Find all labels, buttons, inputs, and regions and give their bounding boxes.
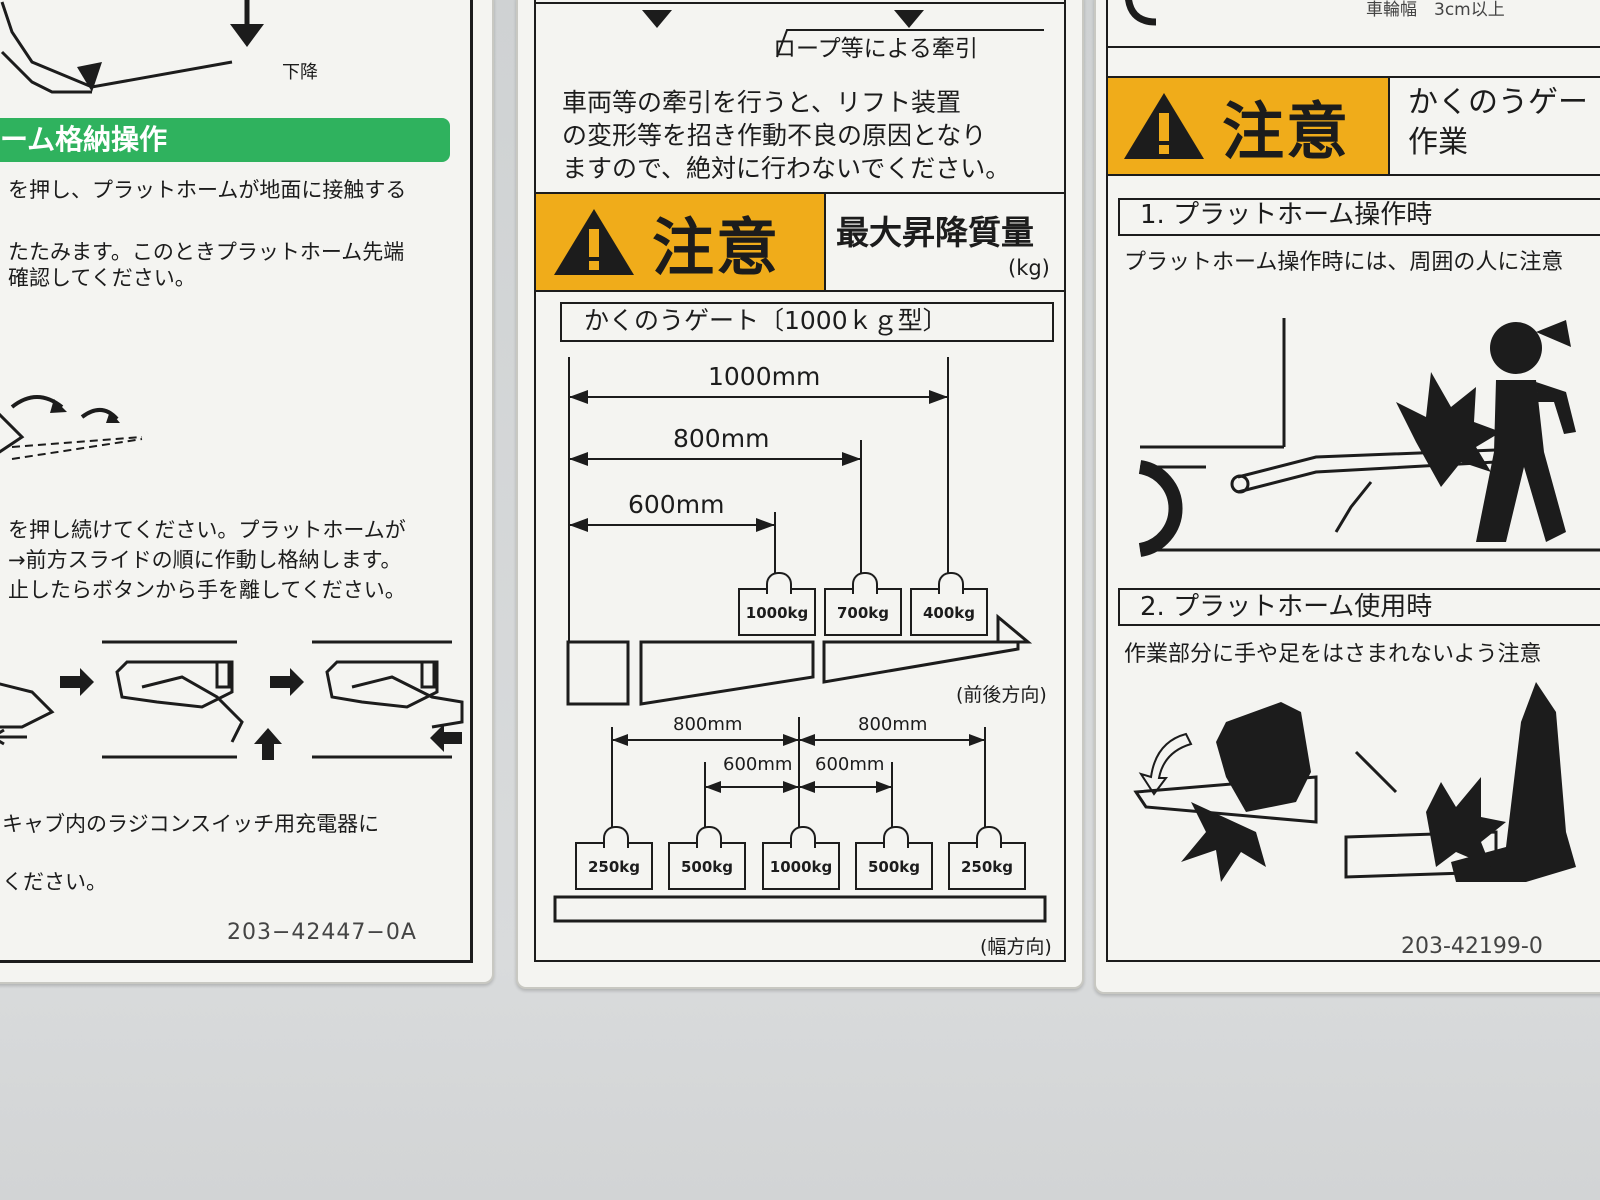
right-caution-sticker: 車輪幅 3cm以上 注意 かくのうゲー 作業 1. プラットホーム操作時 プラッ… <box>1094 0 1600 994</box>
fore-aft-direction: (前後方向) <box>956 684 1047 706</box>
max-load-title: 最大昇降質量 <box>836 213 1034 252</box>
width-outer-distance-left: 800mm <box>673 714 743 735</box>
instruction-line-1: を押し、プラットホームが地面に接触する <box>8 178 407 202</box>
max-load-unit: (kg) <box>1008 256 1050 280</box>
storing-sequence-diagram <box>0 640 464 760</box>
fore-aft-load-diagram <box>566 357 1033 706</box>
section1-title: 1. プラットホーム操作時 <box>1140 200 1433 230</box>
wheel-icon <box>1125 0 1157 26</box>
section1-text: プラットホーム操作時には、周囲の人に注意 <box>1124 250 1564 275</box>
wheel-width-text: 車輪幅 3cm以上 <box>1366 0 1505 20</box>
tow-warning-line-1: 車両等の牽引を行うと、リフト装置 <box>562 88 962 117</box>
section2-title-box <box>1118 588 1600 626</box>
instruction-line-5: →前方スライドの順に作動し格納します。 <box>8 548 402 572</box>
fold-diagram <box>0 395 143 460</box>
left-sticker-frame <box>0 0 473 963</box>
instruction-line-8: ください。 <box>2 870 107 894</box>
distance-800: 800mm <box>673 424 770 453</box>
instruction-line-7: キャブ内のラジコンスイッチ用充電器に <box>2 812 380 836</box>
section-header-bar <box>0 118 450 162</box>
caution-word: 注意 <box>1222 95 1351 168</box>
max-load-title-box <box>820 192 1066 292</box>
weight-500kg-left: 500kg <box>680 858 734 876</box>
left-instruction-sticker: 下降 ーム格納操作 を押し、プラットホームが地面に接触する たたみます。このとき… <box>0 0 494 984</box>
section2-title: 2. プラットホーム使用時 <box>1140 592 1433 622</box>
weight-250kg-left: 250kg <box>587 858 641 876</box>
pinch-hazard-illustration <box>1133 682 1576 882</box>
caution-title-box <box>1384 76 1600 176</box>
right-sticker-frame <box>1106 0 1600 962</box>
weight-1000kg-center: 1000kg <box>769 858 833 876</box>
caution-banner: 注意 <box>1106 76 1390 176</box>
width-outer-distance-right: 800mm <box>858 714 928 735</box>
arrow-down-icon <box>230 24 264 47</box>
weight-icon: 1000kg <box>762 826 840 890</box>
section1-title-box <box>1118 198 1600 236</box>
weight-icon: 500kg <box>668 826 746 890</box>
arrow-up-icon <box>254 728 282 760</box>
platform-lowering-diagram <box>0 0 264 94</box>
platform-side-view <box>566 613 1033 706</box>
section2-text: 作業部分に手や足をはさまれないよう注意 <box>1124 642 1542 667</box>
weight-icon: 700kg <box>824 572 902 636</box>
weight-700kg: 700kg <box>836 604 890 622</box>
section-header: ーム格納操作 <box>0 123 168 156</box>
weight-250kg-right: 250kg <box>960 858 1014 876</box>
weight-icon: 400kg <box>910 572 988 636</box>
divider <box>534 2 1064 4</box>
weight-icon: 250kg <box>948 826 1026 890</box>
tow-caption: ロープ等による牽引 <box>773 36 978 62</box>
caution-banner: 注意 <box>534 192 826 292</box>
instruction-line-3: 確認してください。 <box>8 266 196 290</box>
caution-title-line-1: かくのうゲー <box>1408 85 1588 120</box>
instruction-line-4: を押し続けてください。プラットホームが <box>8 518 406 542</box>
tow-warning-line-2: の変形等を招き作動不良の原因となり <box>562 121 987 150</box>
impact-icon <box>1396 372 1501 487</box>
warning-triangle-icon <box>554 209 634 275</box>
arrow-left-icon <box>430 724 462 752</box>
width-inner-distance-right: 600mm <box>815 754 885 775</box>
center-sticker-frame <box>534 0 1066 962</box>
tow-warning-line-3: ますので、絶対に行わないでください。 <box>562 154 1011 183</box>
impact-icon <box>1181 802 1266 882</box>
width-direction: (幅方向) <box>980 936 1052 958</box>
foot-icon <box>1451 682 1576 882</box>
distance-600: 600mm <box>628 490 725 519</box>
tow-diagram <box>642 10 1044 58</box>
hand-icon <box>1216 702 1311 812</box>
gate-model-box <box>560 302 1054 342</box>
instruction-line-6: 止したらボタンから手を離してください。 <box>8 578 406 602</box>
distance-1000: 1000mm <box>708 362 821 391</box>
weight-icon: 1000kg <box>738 572 816 636</box>
person-icon <box>1476 320 1576 542</box>
weight-500kg-right: 500kg <box>867 858 921 876</box>
platform-operation-illustration <box>1138 318 1600 557</box>
arrow-curve-icon <box>1138 732 1193 796</box>
gate-model: かくのうゲート〔1000ｋｇ型〕 <box>584 306 948 335</box>
right-part-number: 203-42199-0 <box>1401 934 1543 959</box>
arrow-right-icon <box>270 668 304 696</box>
weight-icon: 500kg <box>855 826 933 890</box>
caution-word: 注意 <box>652 211 781 284</box>
wheel-icon <box>1138 460 1183 557</box>
width-inner-distance-left: 600mm <box>723 754 793 775</box>
platform-front-view <box>553 895 1047 923</box>
divider <box>1106 46 1600 48</box>
weight-icon: 250kg <box>575 826 653 890</box>
arrow-right-icon <box>60 668 94 696</box>
caution-title-line-2: 作業 <box>1408 125 1468 160</box>
weight-400kg: 400kg <box>922 604 976 622</box>
center-load-capacity-sticker: ロープ等による牽引 車両等の牽引を行うと、リフト装置 の変形等を招き作動不良の原… <box>516 0 1084 989</box>
warning-triangle-icon <box>1124 93 1204 159</box>
width-load-diagram <box>553 717 1047 923</box>
impact-icon <box>1426 777 1506 867</box>
left-part-number: 203−42447−0A <box>227 920 417 945</box>
lowering-label: 下降 <box>282 62 318 83</box>
weight-1000kg: 1000kg <box>745 604 809 622</box>
instruction-line-2: たたみます。このときプラットホーム先端 <box>8 240 405 264</box>
